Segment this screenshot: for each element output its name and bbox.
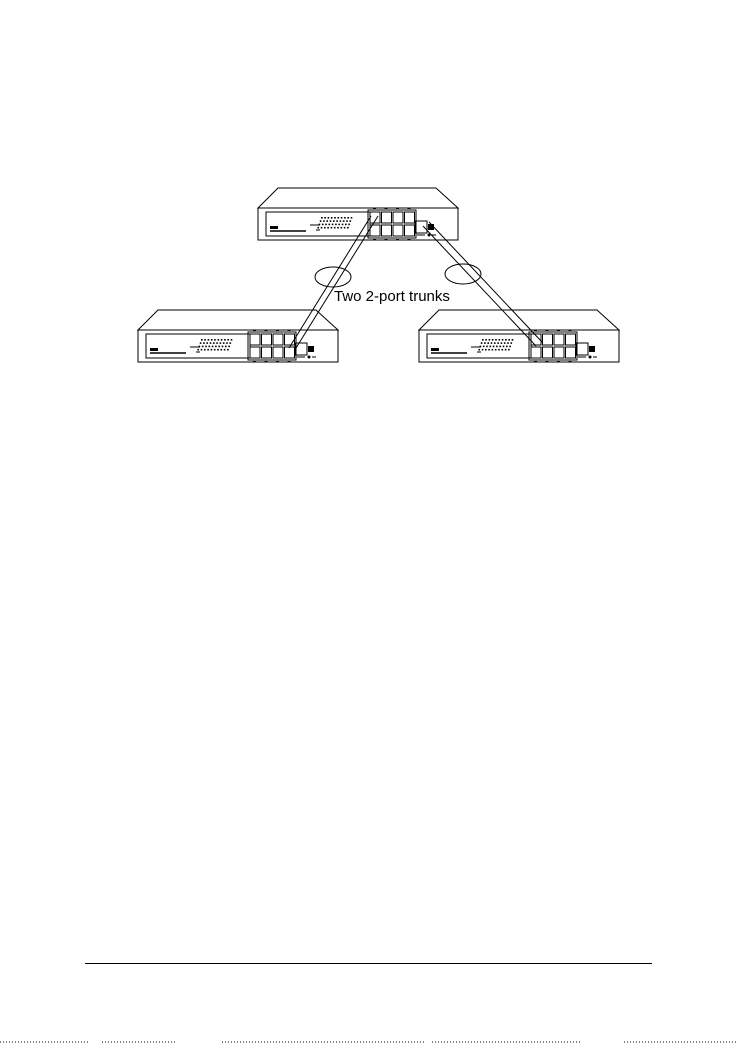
trunk-label: Two 2-port trunks (334, 288, 450, 305)
trunk-link-right (423, 222, 542, 346)
footer-rule (85, 963, 652, 964)
footer-dash-line (0, 1040, 737, 1044)
trunk-ellipse-right (445, 264, 481, 284)
top-switch (258, 188, 458, 241)
